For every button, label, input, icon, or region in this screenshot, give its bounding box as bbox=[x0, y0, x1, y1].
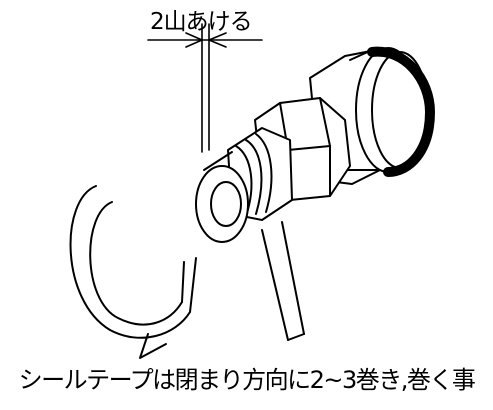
dimension-label: 2山あける bbox=[150, 9, 253, 35]
dimension-markers bbox=[147, 23, 263, 153]
instruction-caption: シールテープは閉まり方向に2~3巻き,巻く事 bbox=[18, 366, 476, 394]
rotation-arrow bbox=[69, 185, 197, 359]
wrench-handle bbox=[261, 221, 305, 341]
tube-end bbox=[195, 151, 249, 243]
